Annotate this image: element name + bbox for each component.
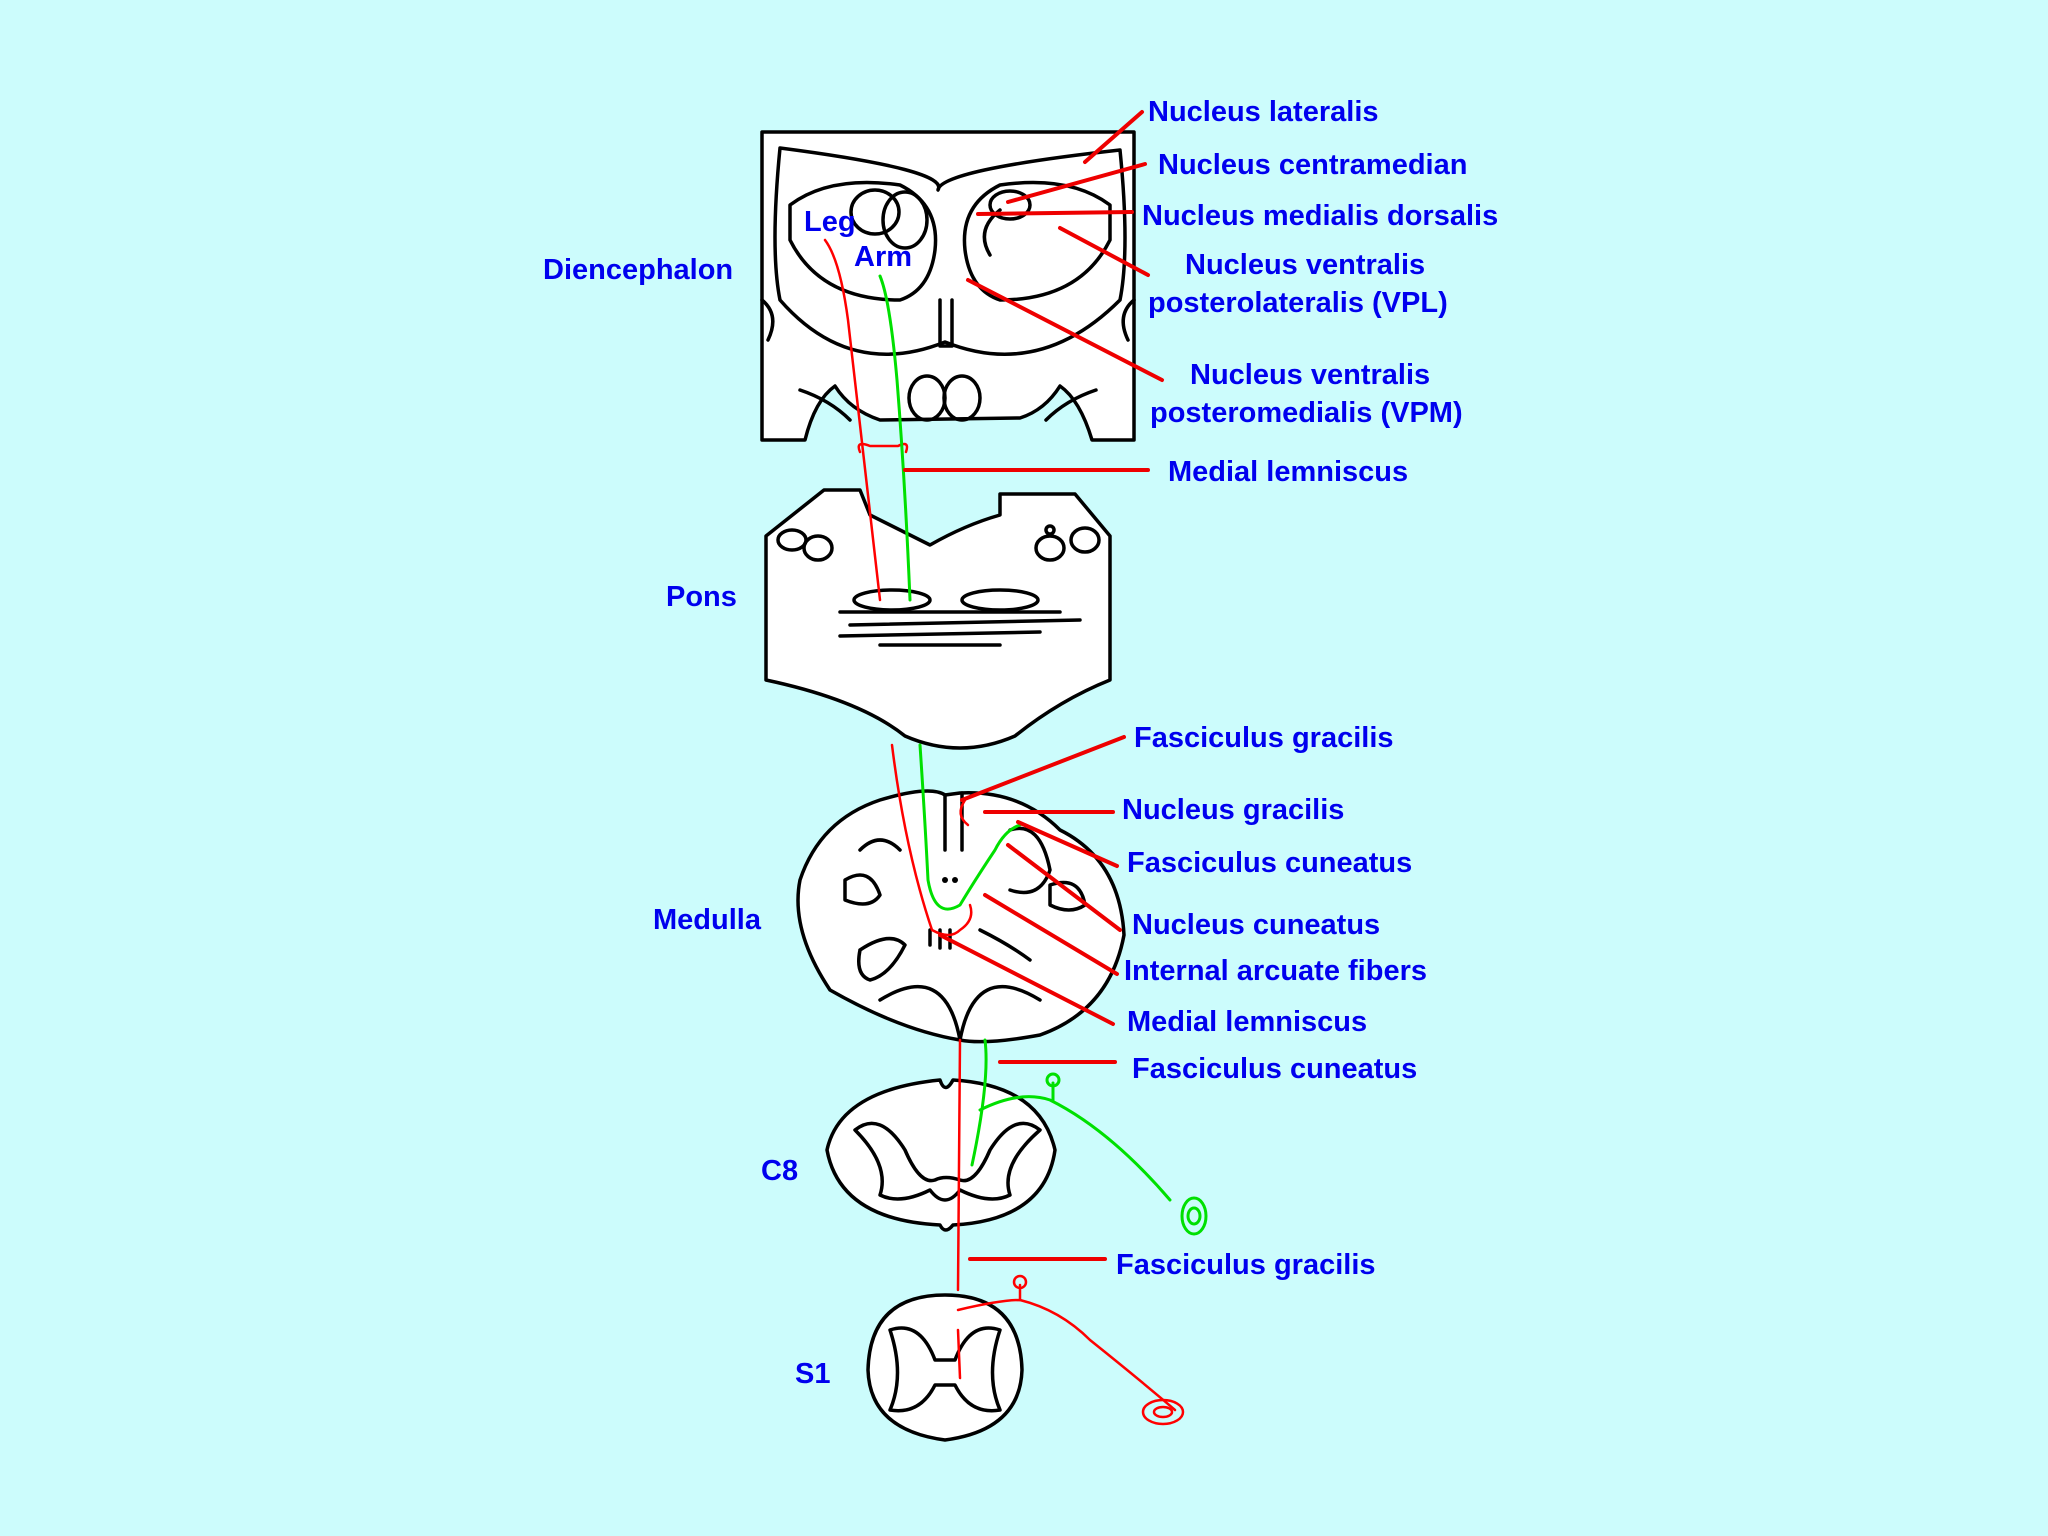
label-fasciculus-cuneatus-medulla: Fasciculus cuneatus xyxy=(1127,847,1413,879)
label-nucleus-lateralis: Nucleus lateralis xyxy=(1148,96,1379,128)
leader-lines xyxy=(903,110,1164,1261)
label-nucleus-medialis-dorsalis: Nucleus medialis dorsalis xyxy=(1142,200,1499,232)
label-vpm-line1: Nucleus ventralis xyxy=(1190,359,1431,391)
diencephalon-section xyxy=(760,130,1136,442)
label-nucleus-gracilis: Nucleus gracilis xyxy=(1122,794,1345,826)
level-label-diencephalon: Diencephalon xyxy=(543,254,734,286)
label-medial-lemniscus-medulla: Medial lemniscus xyxy=(1127,1006,1368,1038)
inner-label-arm: Arm xyxy=(854,241,913,273)
label-vpl-line2: posterolateralis (VPL) xyxy=(1148,287,1448,319)
label-medial-lemniscus-upper: Medial lemniscus xyxy=(1168,456,1409,488)
label-nucleus-cuneatus: Nucleus cuneatus xyxy=(1132,909,1381,941)
label-fasciculus-gracilis-medulla: Fasciculus gracilis xyxy=(1134,722,1394,754)
level-label-medulla: Medulla xyxy=(653,904,761,936)
c8-section xyxy=(825,1078,1057,1232)
level-label-pons: Pons xyxy=(666,581,737,613)
label-vpm-line2: posteromedialis (VPM) xyxy=(1150,397,1463,429)
arm-pathway xyxy=(878,274,1208,1236)
pons-section xyxy=(764,488,1112,750)
label-fasciculus-gracilis-s1: Fasciculus gracilis xyxy=(1116,1249,1376,1281)
s1-section xyxy=(866,1293,1024,1442)
inner-label-leg: Leg xyxy=(804,206,856,238)
label-vpl-line1: Nucleus ventralis xyxy=(1185,249,1426,281)
level-label-s1: S1 xyxy=(795,1358,831,1390)
label-internal-arcuate-fibers: Internal arcuate fibers xyxy=(1124,955,1427,987)
leg-pathway xyxy=(823,238,1185,1426)
label-fasciculus-cuneatus-c8: Fasciculus cuneatus xyxy=(1132,1053,1418,1085)
level-label-c8: C8 xyxy=(761,1155,799,1187)
label-nucleus-centramedian: Nucleus centramedian xyxy=(1158,149,1468,181)
